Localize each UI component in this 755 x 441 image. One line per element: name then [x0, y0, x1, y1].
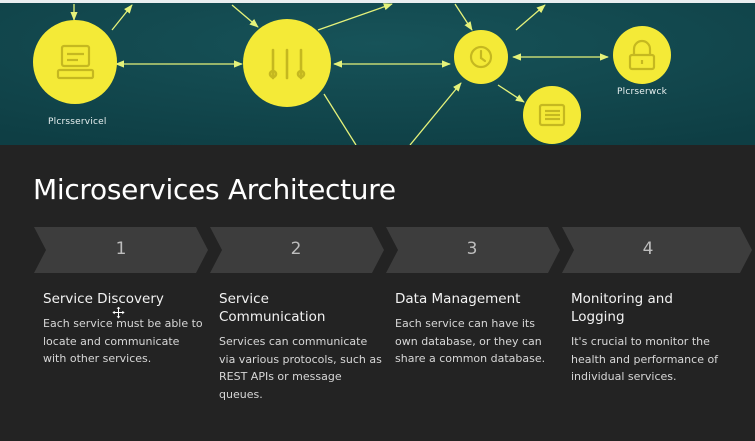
architecture-diagram: Plcrsservicel Plcrserwck [0, 0, 755, 145]
server-icon [56, 44, 95, 80]
node-clock-service [454, 30, 508, 84]
node-label-left: Plcrsservicel [48, 117, 107, 127]
step-number-2: 2 [290, 239, 302, 259]
sliders-icon [268, 48, 306, 80]
page-title: Microservices Architecture [33, 173, 396, 206]
step-chevrons [34, 227, 752, 273]
step-title-1: Service Discovery [43, 291, 164, 307]
node-list-service [523, 86, 581, 144]
node-label-right: Plcrserwck [617, 87, 668, 97]
node-right-service [613, 26, 671, 84]
step-column-4: Monitoring and Logging It's crucial to m… [571, 290, 721, 386]
step-body-3: Each service can have its own database, … [395, 317, 546, 365]
lock-icon [628, 39, 656, 71]
step-title-4: Monitoring and Logging [571, 291, 673, 325]
step-column-3: Data Management Each service can have it… [395, 290, 557, 368]
step-title-2: Service Communication [219, 291, 326, 325]
chevron-step-1 [34, 227, 208, 273]
step-title-3: Data Management [395, 291, 521, 307]
step-number-4: 4 [642, 239, 654, 259]
chevron-step-2 [210, 227, 384, 273]
list-icon [538, 103, 566, 127]
step-number-1: 1 [115, 239, 127, 259]
step-column-2: Service Communication Services can commu… [219, 290, 384, 403]
step-body-1: Each service must be able to locate and … [43, 317, 203, 365]
chevron-step-3 [386, 227, 560, 273]
clock-icon [469, 45, 493, 69]
chevron-step-4 [562, 227, 752, 273]
step-column-1: Service Discovery Each service must be a… [43, 290, 203, 368]
node-central-hub [243, 19, 331, 107]
step-number-3: 3 [466, 239, 478, 259]
node-left-service [33, 20, 117, 104]
diagram-connections [70, 3, 609, 145]
move-cursor-icon [112, 306, 125, 319]
step-body-2: Services can communicate via various pro… [219, 335, 382, 401]
step-body-4: It's crucial to monitor the health and p… [571, 335, 719, 383]
diagram-canvas [0, 0, 755, 145]
